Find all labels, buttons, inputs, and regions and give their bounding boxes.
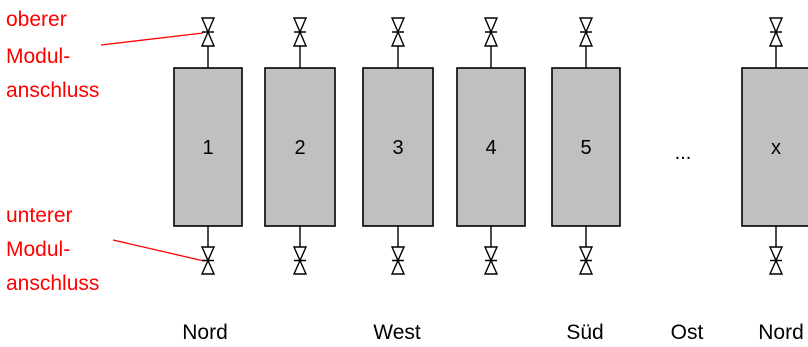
module-box — [741, 67, 808, 227]
lower-annotation-line-3: anschluss — [6, 272, 99, 295]
upper-connection-annotation: oberer Modul- anschluss — [6, 8, 204, 102]
module-label: x — [771, 137, 781, 159]
module-x: x — [741, 17, 808, 275]
lower-valve-icon — [390, 246, 406, 275]
module-3: 3 — [362, 17, 434, 275]
orientation-label-nord-1: Nord — [182, 321, 228, 344]
upper-valve-icon — [390, 17, 406, 47]
lower-valve-icon — [483, 246, 499, 275]
module-box — [264, 67, 336, 227]
module-label: 4 — [485, 137, 496, 159]
ellipsis: ... — [675, 142, 692, 164]
lower-valve-icon — [200, 246, 216, 275]
module-label: 1 — [202, 137, 213, 159]
upper-valve-icon — [768, 17, 784, 47]
orientation-label-west: West — [373, 321, 421, 344]
module-1: 1 — [173, 17, 243, 275]
orientation-label-sued: Süd — [566, 321, 603, 344]
upper-valve-icon — [483, 17, 499, 47]
upper-annotation-line-1: oberer — [6, 8, 67, 31]
upper-annotation-pointer — [100, 32, 204, 46]
module-label: 5 — [580, 137, 591, 159]
module-box — [456, 67, 526, 227]
lower-valve-icon — [292, 246, 308, 275]
upper-valve-icon — [200, 17, 216, 47]
upper-valve-icon — [578, 17, 594, 47]
lower-connection-annotation: unterer Modul- anschluss — [6, 204, 205, 295]
lower-annotation-pointer — [112, 239, 205, 262]
module-box — [173, 67, 243, 227]
module-box — [362, 67, 434, 227]
orientation-label-ost: Ost — [671, 321, 704, 344]
module-5: 5 — [551, 17, 621, 275]
module-box — [551, 67, 621, 227]
module-label: 3 — [392, 137, 403, 159]
lower-annotation-line-2: Modul- — [6, 238, 70, 261]
upper-annotation-line-2: Modul- — [6, 45, 70, 68]
orientation-label-nord-2: Nord — [758, 321, 804, 344]
lower-annotation-line-1: unterer — [6, 204, 73, 227]
module-4: 4 — [456, 17, 526, 275]
lower-valve-icon — [768, 246, 784, 275]
upper-valve-icon — [292, 17, 308, 47]
lower-valve-icon — [578, 246, 594, 275]
upper-annotation-line-3: anschluss — [6, 79, 99, 102]
module-2: 2 — [264, 17, 336, 275]
module-label: 2 — [294, 137, 305, 159]
